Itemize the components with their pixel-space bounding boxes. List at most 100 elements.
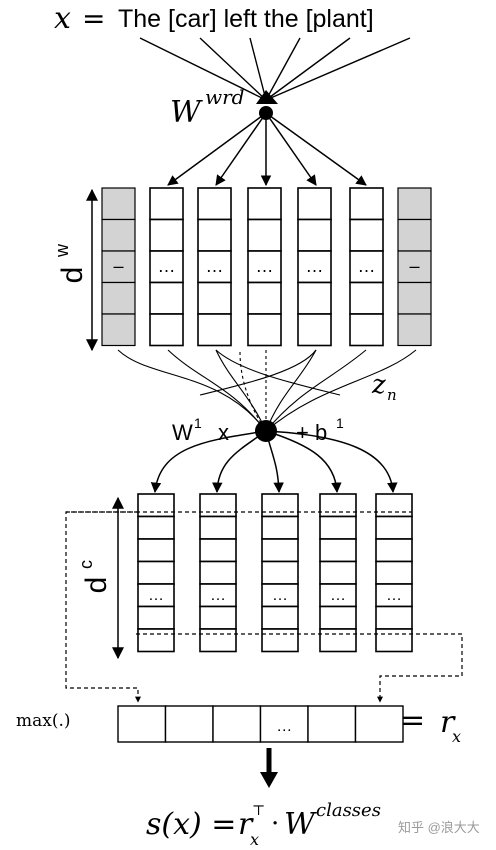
dw-label: d w [52, 243, 89, 283]
bias-symbol: + b [296, 420, 327, 445]
w-wrd-symbol: W [170, 95, 203, 130]
conv-output-column: … [319, 493, 357, 653]
conv-output-cell [137, 628, 175, 653]
score-w-symbol: W [284, 807, 317, 842]
embedding-arrows [167, 112, 367, 187]
conv-output-cell [199, 628, 237, 653]
pooling-cell [307, 705, 357, 743]
embedding-cell [247, 313, 282, 347]
embedding-cell [101, 313, 136, 347]
embedding-cell [297, 187, 332, 221]
embedding-cell [197, 313, 232, 347]
conv-output-cell [199, 605, 237, 630]
conv-output-cell [261, 515, 299, 540]
embedding-cell-text: – [409, 256, 419, 276]
conv-output-cell [319, 628, 357, 653]
w1-symbol: W [172, 420, 193, 445]
conv-output-cell [375, 560, 413, 585]
conv-output-cell [261, 493, 299, 518]
input-sentence: The [car] left the [plant] [118, 5, 374, 33]
pooling-cell-text: … [276, 718, 292, 735]
embedding-cell [101, 281, 136, 315]
embedding-cell [149, 187, 184, 221]
conv-output-cell-text: … [210, 587, 226, 604]
embedding-column: … [349, 187, 384, 347]
embedding-cell-text: … [306, 256, 324, 276]
embedding-cell [397, 313, 432, 347]
conv-output-columns: … … … … … [137, 493, 413, 653]
embedding-cell-text: – [113, 256, 123, 276]
conv-output-cell [199, 493, 237, 518]
svg-text:d: d [80, 577, 113, 594]
w1-superscript: 1 [194, 415, 202, 431]
conv-output-cell [375, 628, 413, 653]
r-x-subscript: x [452, 727, 461, 746]
embedding-cell [197, 281, 232, 315]
x-multiplier: x [218, 420, 229, 445]
score-r-symbol: r [238, 807, 254, 842]
embedding-cell [397, 218, 432, 252]
embedding-cell [101, 218, 136, 252]
pooling-cell [117, 705, 167, 743]
watermark: 知乎 @浪大大 [398, 820, 480, 835]
score-r-superscript: ⊤ [252, 803, 265, 819]
conv-output-cell-text: … [148, 587, 164, 604]
embedding-column: – [397, 187, 432, 347]
embedding-cell [397, 250, 432, 284]
conv-output-cell [137, 538, 175, 563]
equals-sign-r: = [400, 703, 425, 738]
conv-output-cell [199, 538, 237, 563]
embedding-cell [297, 313, 332, 347]
maxpool-label: max(.) [16, 711, 71, 731]
svg-text:d: d [56, 267, 89, 284]
conv-output-cell [375, 515, 413, 540]
conv-output-cell [137, 605, 175, 630]
z-n-subscript: n [387, 386, 397, 404]
conv-output-cell [375, 538, 413, 563]
embedding-cell-text: … [206, 256, 224, 276]
word-lines [139, 37, 411, 101]
conv-output-cell [319, 560, 357, 585]
embedding-cell-text: … [158, 256, 176, 276]
embedding-cell [297, 250, 332, 284]
pooling-cell [164, 705, 214, 743]
embedding-cell [101, 250, 136, 284]
conv-output-cell [375, 605, 413, 630]
embedding-cell [197, 187, 232, 221]
conv-output-cell [261, 605, 299, 630]
conv-output-cell [319, 493, 357, 518]
conv-output-cell-text: … [330, 587, 346, 604]
dc-label: d c [76, 560, 113, 593]
conv-output-arrows [150, 430, 398, 494]
bias-superscript: 1 [336, 415, 344, 431]
conv-output-cell-text: … [272, 587, 288, 604]
conv-output-cell-text: … [386, 587, 402, 604]
conv-output-cell [137, 515, 175, 540]
embedding-cell [197, 218, 232, 252]
conv-output-column: … [375, 493, 413, 653]
conv-output-column: … [137, 493, 175, 653]
score-r-subscript: x [250, 830, 259, 849]
z-n-symbol: z [371, 370, 386, 400]
embedding-cell [397, 187, 432, 221]
embedding-cell [101, 187, 136, 221]
svg-text:w: w [52, 243, 72, 258]
conv-output-cell [261, 560, 299, 585]
pooling-cell [259, 705, 309, 743]
pooling-cell [354, 705, 404, 743]
embedding-column: … [149, 187, 184, 347]
conv-output-cell [319, 605, 357, 630]
score-w-superscript: classes [316, 800, 381, 821]
x-symbol: x [54, 1, 71, 36]
embedding-columns: –……………– [101, 187, 432, 347]
embedding-cell [349, 218, 384, 252]
embedding-cell [349, 281, 384, 315]
embedding-cell [247, 218, 282, 252]
conv-output-cell [261, 538, 299, 563]
conv-output-column: … [199, 493, 237, 653]
embedding-cell [297, 281, 332, 315]
embedding-cell-text: … [358, 256, 376, 276]
wrd-arrowhead-cluster [256, 90, 278, 104]
svg-text:c: c [76, 560, 96, 569]
